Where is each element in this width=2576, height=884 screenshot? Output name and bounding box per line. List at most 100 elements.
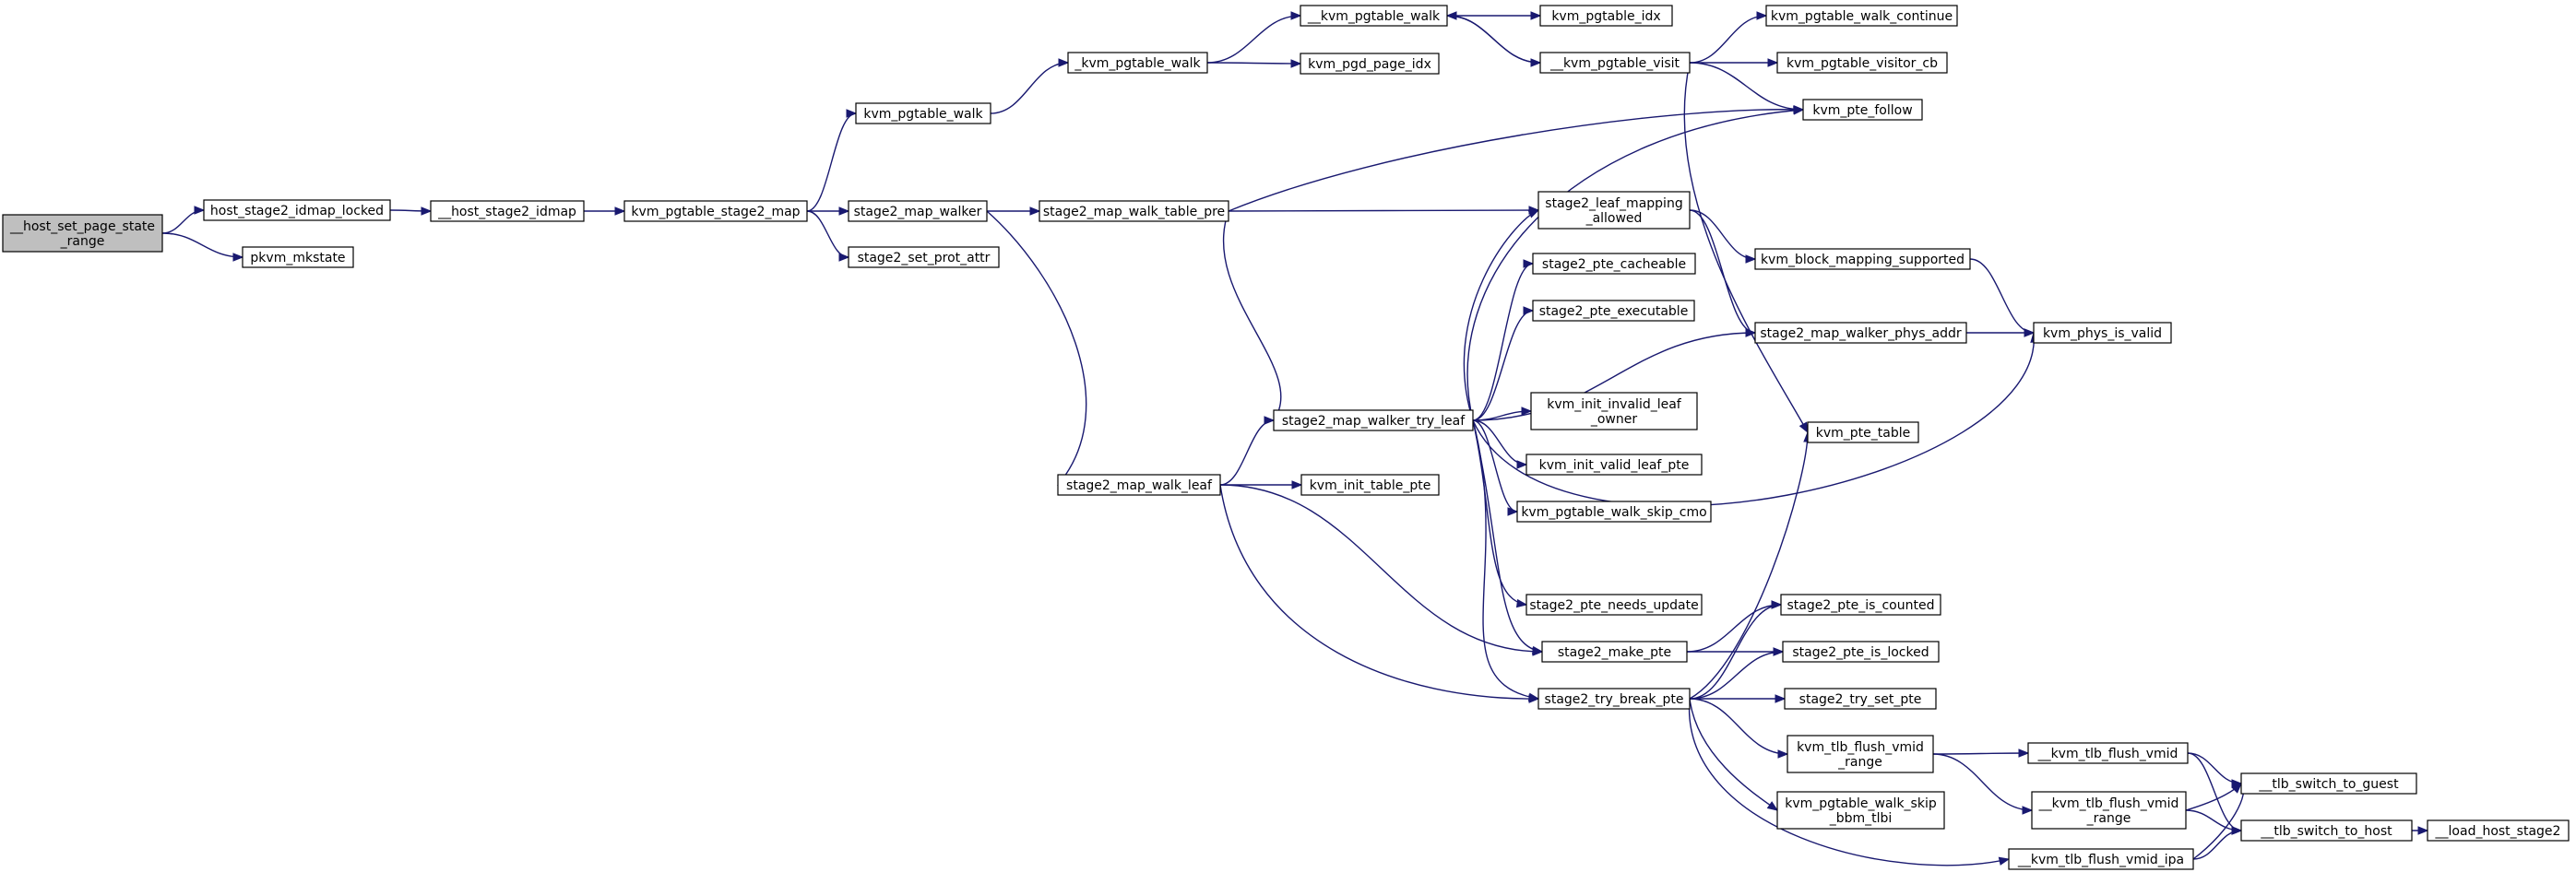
node-kvm-pgtable-stage2-map[interactable]: kvm_pgtable_stage2_map [623, 200, 808, 222]
node-box [1273, 409, 1474, 431]
node-label: stage2_pte_is_counted [1787, 598, 1935, 613]
edge-line [1689, 651, 1784, 700]
node-stage2-map-walk-leaf[interactable]: stage2_map_walk_leaf [1057, 474, 1221, 496]
node-u-kvm-tlb-flush-vmid-ipa[interactable]: __kvm_tlb_flush_vmid_ipa [2008, 848, 2194, 870]
node-kvm-tlb-flush-vmid-range[interactable]: kvm_tlb_flush_vmid_range [1787, 735, 1934, 773]
node-label: _range [60, 234, 105, 249]
node-u-kvm-tlb-flush-vmid[interactable]: __kvm_tlb_flush_vmid [2027, 742, 2189, 764]
edge-stage2-map-walker-try-leaf-to-stage2-leaf-mapping-allowed [1463, 209, 1540, 421]
node-box [2031, 791, 2187, 830]
edge-line [1689, 698, 2010, 866]
edge-u-kvm-tlb-flush-vmid-range-to-u-tlb-switch-to-guest [2185, 783, 2242, 811]
arrowhead-icon [1290, 59, 1302, 68]
node-box [242, 246, 354, 268]
node-stage2-make-pte[interactable]: stage2_make_pte [1541, 641, 1688, 663]
node-stage2-map-walker-phys-addr[interactable]: stage2_map_walker_phys_addr [1754, 322, 1967, 344]
arrowhead-icon [1777, 749, 1789, 759]
node-kvm-pgd-page-idx[interactable]: kvm_pgd_page_idx [1300, 53, 1440, 75]
arrowhead-icon [1523, 306, 1535, 315]
node-stage2-try-set-pte[interactable]: stage2_try_set_pte [1784, 688, 1937, 710]
node-label: kvm_pgd_page_idx [1308, 57, 1431, 72]
arrowhead-icon [1798, 421, 1809, 434]
arrowhead-icon [2231, 826, 2243, 835]
edge-u-kvm-tlb-flush-vmid-to-u-tlb-switch-to-host [2187, 752, 2243, 835]
node-label: stage2_leaf_mapping [1545, 196, 1682, 211]
node-kvm-pgtable-walk-skip-bbm-tlbi[interactable]: kvm_pgtable_walk_skip_bbm_tlbi [1776, 791, 1945, 830]
node-u-load-host-stage2[interactable]: __load_host_stage2 [2427, 819, 2570, 842]
edge-line [1969, 258, 2035, 334]
node-label: __tlb_switch_to_host [2260, 824, 2392, 839]
arrowhead-icon [421, 206, 433, 216]
edge-kvm-pgtable-walk-to-u-kvm-pgtable-walk [990, 58, 1070, 114]
node-label: stage2_map_walker_phys_addr [1760, 326, 1961, 341]
edge-stage2-map-walk-leaf-to-stage2-map-walker-try-leaf [1219, 416, 1276, 486]
edge-stage2-map-walker-to-stage2-map-walk-leaf [986, 210, 1087, 487]
node-u-kvm-pgtable-visit[interactable]: __kvm_pgtable_visit [1539, 52, 1691, 74]
node-label: kvm_pgtable_walk_skip_cmo [1521, 505, 1706, 520]
node-box [1539, 52, 1691, 74]
node-stage2-pte-is-counted[interactable]: stage2_pte_is_counted [1780, 594, 1941, 616]
edge-line [1472, 332, 2035, 507]
node-u-tlb-switch-to-guest[interactable]: __tlb_switch_to_guest [2240, 772, 2417, 795]
edge-line [1932, 753, 2033, 811]
node-stage2-try-break-pte[interactable]: stage2_try_break_pte [1537, 688, 1691, 710]
edge-line [1472, 419, 1539, 700]
node-kvm-pgtable-walk-skip-cmo[interactable]: kvm_pgtable_walk_skip_cmo [1516, 501, 1712, 523]
node-u-tlb-switch-to-host[interactable]: __tlb_switch_to_host [2240, 819, 2413, 842]
node-label: __kvm_pgtable_walk [1307, 9, 1441, 24]
node-label: pkvm_mkstate [250, 251, 345, 265]
edge-line [1472, 310, 1534, 421]
node-stage2-leaf-mapping-allowed[interactable]: stage2_leaf_mapping_allowed [1537, 191, 1691, 230]
edge-line [1689, 698, 1778, 811]
node-stage2-set-prot-attr[interactable]: stage2_set_prot_attr [848, 246, 1000, 268]
node-kvm-init-table-pte[interactable]: kvm_init_table_pte [1300, 474, 1440, 496]
node-kvm-phys-is-valid[interactable]: kvm_phys_is_valid [2033, 322, 2172, 344]
edge-stage2-try-break-pte-to-stage2-pte-is-locked [1689, 647, 1785, 700]
node-stage2-map-walker-try-leaf[interactable]: stage2_map_walker_try_leaf [1273, 409, 1474, 431]
edge-line [161, 232, 243, 258]
edge-u-host-stage2-idmap-to-kvm-pgtable-stage2-map [583, 206, 626, 216]
node-u-kvm-tlb-flush-vmid-range[interactable]: __kvm_tlb_flush_vmid_range [2031, 791, 2187, 830]
node-stage2-map-walker[interactable]: stage2_map_walker [848, 200, 988, 222]
arrowhead-icon [1264, 416, 1276, 425]
edge-line [1689, 698, 1788, 755]
edge-line [161, 209, 205, 234]
edge-u-kvm-pgtable-visit-to-kvm-pte-table [1683, 62, 1809, 434]
node-host-stage2-idmap-locked[interactable]: host_stage2_idmap_locked [203, 199, 391, 221]
arrowhead-icon [1515, 598, 1528, 608]
edge-stage2-map-walker-try-leaf-to-stage2-pte-cacheable [1472, 259, 1535, 421]
node-box [1039, 200, 1229, 222]
edge-line [1689, 15, 1767, 64]
node-kvm-init-valid-leaf-pte[interactable]: kvm_init_valid_leaf_pte [1525, 454, 1703, 476]
node-box [1300, 474, 1440, 496]
arrowhead-icon [1445, 11, 1457, 20]
node-kvm-block-mapping-supported[interactable]: kvm_block_mapping_supported [1754, 248, 1971, 270]
node-stage2-pte-executable[interactable]: stage2_pte_executable [1532, 300, 1695, 322]
edge-line [1219, 484, 1543, 653]
node-kvm-pte-table[interactable]: kvm_pte_table [1807, 421, 1919, 443]
node-stage2-pte-cacheable[interactable]: stage2_pte_cacheable [1532, 253, 1696, 275]
edge-line [1446, 15, 1541, 64]
node-u-kvm-pgtable-walk[interactable]: _kvm_pgtable_walk [1067, 52, 1208, 74]
node-kvm-pgtable-walk[interactable]: kvm_pgtable_walk [855, 102, 991, 124]
node-box [2240, 772, 2417, 795]
node-kvm-pgtable-visitor-cb[interactable]: kvm_pgtable_visitor_cb [1776, 52, 1948, 74]
node-label: kvm_tlb_flush_vmid [1797, 740, 1924, 755]
node-box [1537, 191, 1691, 230]
node-box [1782, 641, 1940, 663]
node-stage2-pte-needs-update[interactable]: stage2_pte_needs_update [1525, 594, 1703, 616]
node-label: _range [1837, 755, 1882, 770]
node-u-host-stage2-idmap[interactable]: __host_stage2_idmap [430, 200, 585, 222]
node-box [1776, 791, 1945, 830]
node-kvm-pte-follow[interactable]: kvm_pte_follow [1802, 99, 1923, 121]
node-kvm-pgtable-walk-continue[interactable]: kvm_pgtable_walk_continue [1765, 5, 1958, 27]
node-stage2-pte-is-locked[interactable]: stage2_pte_is_locked [1782, 641, 1940, 663]
node-kvm-init-invalid-leaf-owner[interactable]: kvm_init_invalid_leaf_owner [1530, 392, 1698, 430]
node-u-kvm-pgtable-walk[interactable]: __kvm_pgtable_walk [1300, 5, 1448, 27]
edge-line [1206, 62, 1301, 65]
node-box [1541, 641, 1688, 663]
edge-line [986, 210, 1087, 486]
node-stage2-map-walk-table-pre[interactable]: stage2_map_walk_table_pre [1039, 200, 1229, 222]
node-kvm-pgtable-idx[interactable]: kvm_pgtable_idx [1539, 5, 1673, 27]
node-pkvm-mkstate[interactable]: pkvm_mkstate [242, 246, 354, 268]
